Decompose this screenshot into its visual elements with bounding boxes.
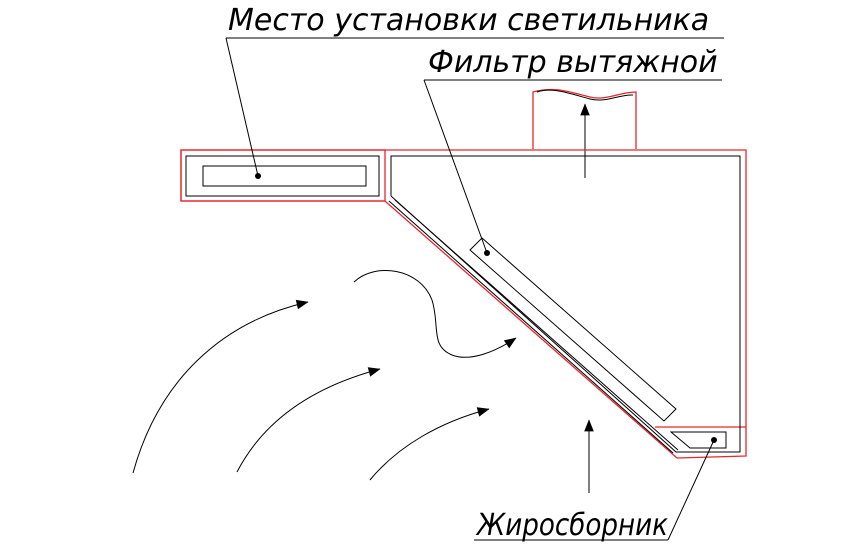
airflow-arrow-1: [132, 299, 309, 474]
duct-break-line: [536, 89, 634, 101]
label-grease-collector: Жиросборник: [475, 508, 668, 543]
airflow-arrow-3: [369, 407, 490, 481]
exhaust-filter: [469, 237, 677, 422]
leader-exhaust-filter: [423, 79, 488, 254]
label-exhaust-filter: Фильтр вытяжной: [428, 45, 718, 80]
slanted-wall-line-2: [394, 199, 679, 451]
slanted-wall-line-1: [388, 200, 674, 454]
leader-lamp-place: [225, 37, 259, 177]
label-lamp-place: Место установки светильника: [228, 3, 709, 38]
airflow-arrow-2: [236, 367, 381, 473]
grease-collector: [669, 431, 727, 449]
leader-grease-collector: [667, 439, 715, 541]
lamp-compartment-inner: [185, 155, 380, 197]
airflow-arrow-swirl: [353, 269, 517, 358]
lamp: [202, 165, 367, 187]
lamp-compartment-outline: [180, 149, 386, 202]
hood-inner-chamber: [390, 155, 741, 453]
